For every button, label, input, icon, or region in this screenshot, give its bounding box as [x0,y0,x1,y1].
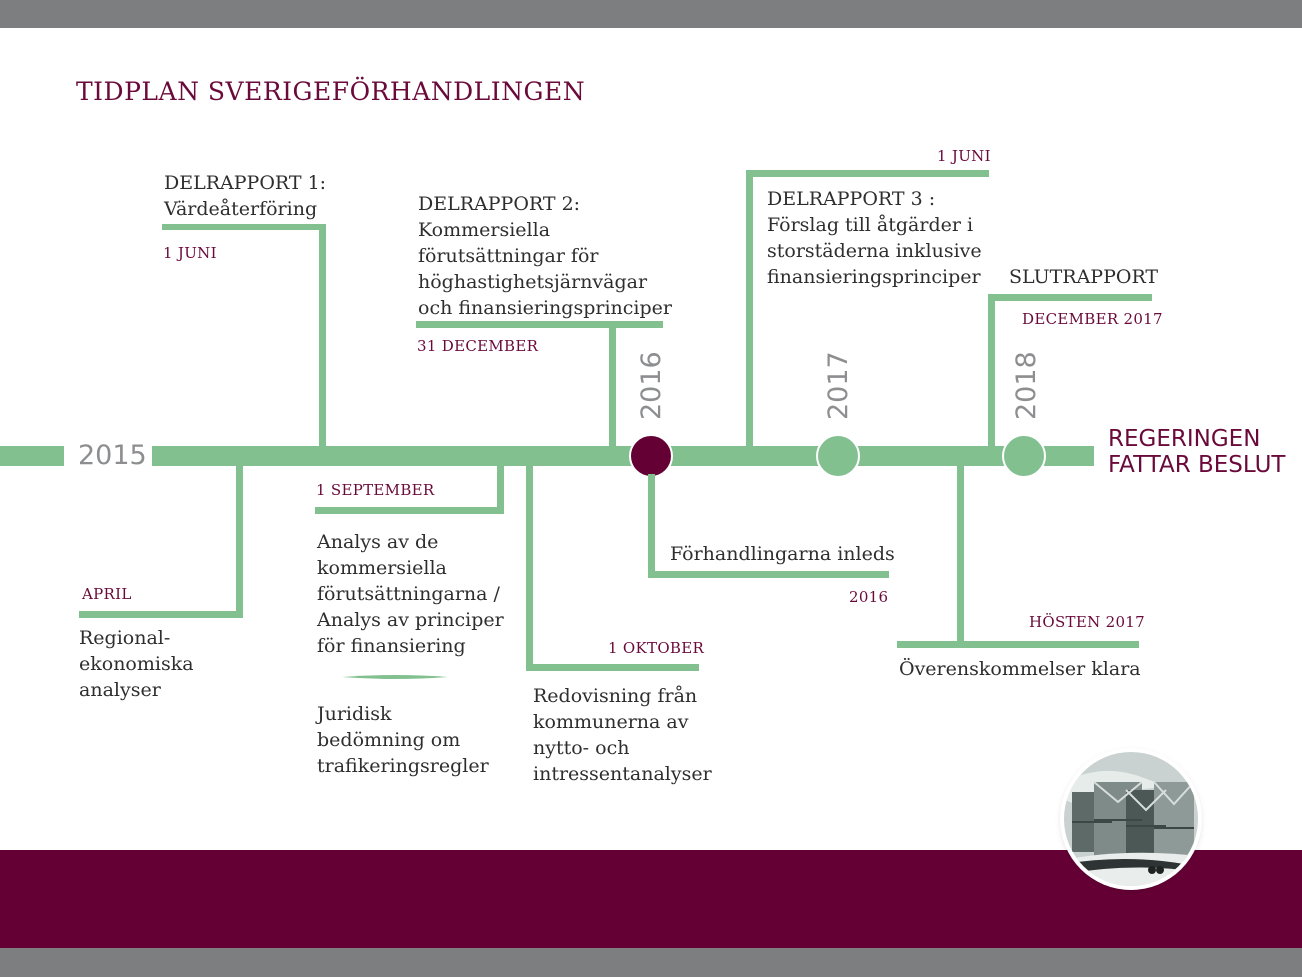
delrapport1-branch-h [162,224,326,230]
delrapport1-subtitle: Värdeåterföring [164,198,318,220]
year-2016-label: 2016 [636,351,667,420]
april-line: ekonomiska [79,653,194,675]
year-2017-label: 2017 [823,351,854,420]
page-title: TIDPLAN SVERIGEFÖRHANDLINGEN [76,77,586,106]
hosten-date: HÖSTEN 2017 [1029,613,1145,631]
delrapport1-date: 1 JUNI [163,244,217,262]
september-line: för finansiering [317,635,466,657]
delrapport3-date: 1 JUNI [937,147,991,165]
delrapport2-block: DELRAPPORT 2: Kommersiella förutsättning… [418,191,672,321]
forhandlingar-date: 2016 [849,588,889,606]
april-line: Regional- [79,627,171,649]
logo-image [1064,752,1198,886]
september-line: Analys av principer [317,609,504,631]
april-line: analyser [79,679,161,701]
final-decision-line1: REGERINGEN [1108,426,1261,452]
delrapport2-line: förutsättningar för [418,245,599,267]
slutrapport-branch-h [988,294,1152,301]
slutrapport-date: DECEMBER 2017 [1022,310,1163,328]
year-2015-label: 2015 [78,440,147,471]
delrapport3-title: DELRAPPORT 3 : [767,188,936,210]
delrapport3-block: DELRAPPORT 3 : Förslag till åtgärder i s… [767,186,982,290]
september-line2: trafikeringsregler [317,755,489,777]
delrapport2-line: Kommersiella [418,219,551,241]
oktober-line: Redovisning från [533,685,698,707]
delrapport2-line: och finansieringsprinciper [418,297,672,319]
year-2018-label: 2018 [1011,351,1042,420]
september-divider [342,675,448,679]
september-line: Analys av de [317,531,439,553]
slutrapport-title: SLUTRAPPORT [1009,266,1159,288]
delrapport3-line: finansieringsprinciper [767,266,981,288]
september-line2: bedömning om [317,729,461,751]
september-line: förutsättningarna / [317,583,500,605]
september-branch-v [497,464,504,514]
timeline-axis [152,446,1094,466]
forhandlingar-branch-h [648,571,889,578]
september-line: kommersiella [317,557,447,579]
milestone-2016-dot [629,434,673,478]
delrapport3-line: Förslag till åtgärder i [767,214,974,236]
delrapport3-line: storstäderna inklusive [767,240,982,262]
september-branch-h [315,507,504,514]
oktober-branch-h [526,664,699,671]
forhandlingar-branch-v [648,474,655,577]
september-line2: Juridisk [317,703,392,725]
april-branch-v [236,464,243,618]
delrapport2-line: höghastighetsjärnvägar [418,271,648,293]
slutrapport-branch-v [988,294,995,448]
oktober-branch-v [526,464,533,671]
delrapport1-block: DELRAPPORT 1: Värdeåterföring [164,170,326,222]
delrapport3-branch-v [746,170,753,448]
slide: TIDPLAN SVERIGEFÖRHANDLINGEN 2015 2016 2… [0,28,1302,948]
delrapport2-date: 31 DECEMBER [417,337,539,355]
oktober-line: nytto- och [533,737,630,759]
milestone-2017-dot [816,434,860,478]
final-decision: REGERINGEN FATTAR BESLUT [1108,426,1285,478]
forhandlingar-text: Förhandlingarna inleds [670,543,895,565]
april-date: APRIL [82,585,132,603]
delrapport2-branch-h [416,321,663,328]
delrapport1-title: DELRAPPORT 1: [164,172,327,194]
delrapport1-branch-v [319,224,326,448]
april-branch-h [79,611,243,618]
delrapport2-branch-v [609,321,616,448]
april-block: Regional- ekonomiska analyser [79,625,194,703]
september-block-2: Juridisk bedömning om trafikeringsregler [317,701,489,779]
oktober-block: Redovisning från kommunerna av nytto- oc… [533,683,712,787]
hosten-branch-h [897,641,1139,648]
logo-emblem [1064,752,1198,886]
oktober-line: intressentanalyser [533,763,712,785]
timeline-segment [0,446,64,466]
september-block: Analys av de kommersiella förutsättninga… [317,529,504,659]
hosten-text: Överenskommelser klara [899,658,1141,680]
final-decision-line2: FATTAR BESLUT [1108,452,1286,478]
hosten-branch-v [957,464,964,648]
delrapport3-branch-h [746,170,989,177]
delrapport2-title: DELRAPPORT 2: [418,193,581,215]
september-date: 1 SEPTEMBER [316,481,435,499]
oktober-date: 1 OKTOBER [608,639,705,657]
milestone-2018-dot [1002,434,1046,478]
oktober-line: kommunerna av [533,711,689,733]
